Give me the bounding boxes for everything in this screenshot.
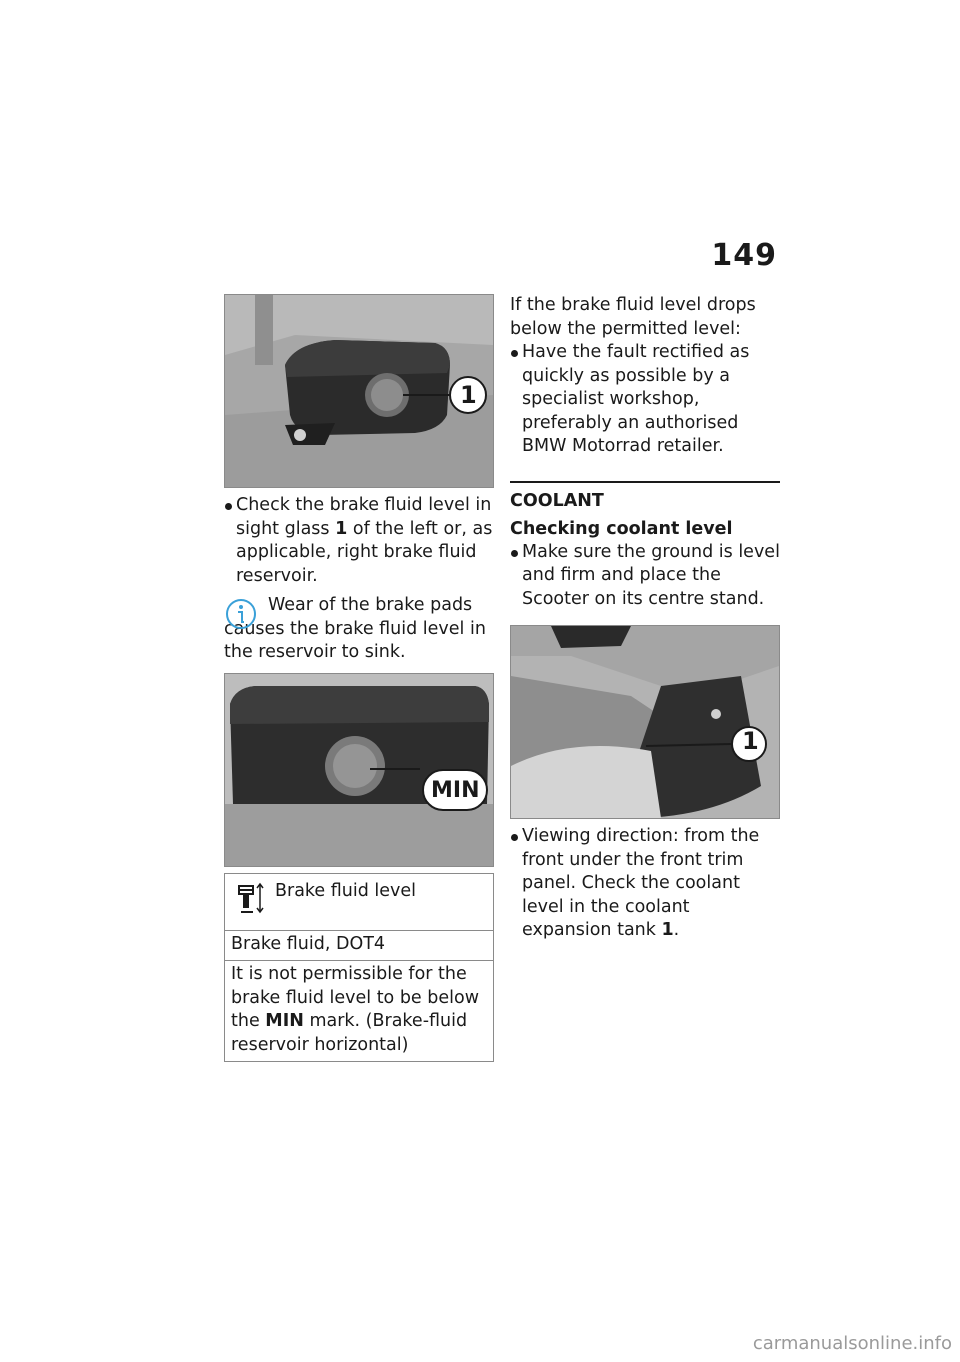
spec-row-fluid: Brake fluid, DOT4: [231, 933, 386, 954]
brake-reservoir-photo: 1: [224, 294, 494, 488]
photo-callout-1: 1: [460, 381, 477, 409]
fluid-level-icon: [238, 882, 264, 913]
info-note: Wear of the brake pads causes the brake …: [224, 594, 494, 665]
spec-table: Brake fluid level Brake fluid, DOT4 It i…: [224, 872, 494, 1062]
list-item: Make sure the ground is level and firm a…: [510, 541, 780, 612]
photo-callout-1: 1: [742, 727, 759, 755]
info-icon: [226, 599, 256, 629]
list-item: Check the brake fluid level in sight gla…: [224, 494, 494, 588]
list-item: Have the fault rectified as quickly as p…: [510, 341, 780, 459]
brake-min-mark-photo: MIN: [224, 672, 494, 867]
coolant-tank-photo: 1: [510, 625, 780, 819]
subsection-title: Checking coolant level: [510, 518, 733, 539]
page-number: 149: [711, 238, 777, 273]
section-divider: [510, 480, 780, 483]
list-item: Viewing direction: from the front under …: [510, 825, 780, 943]
spec-row-min: It is not permissible for the brake flui…: [225, 960, 493, 1061]
spec-title: Brake fluid level: [275, 880, 417, 901]
footer-watermark: carmanualsonline.info: [752, 1333, 952, 1354]
note-text: Wear of the brake pads causes the brake …: [224, 595, 486, 662]
photo-callout-min: MIN: [431, 777, 480, 803]
spec-header: Brake fluid level: [225, 874, 493, 931]
intro-text: If the brake fluid level drops below the…: [510, 295, 756, 339]
left-column: 1 Check the brake fluid level in sight g…: [224, 294, 494, 1062]
section-title: COOLANT: [510, 490, 604, 511]
right-column: If the brake fluid level drops below the…: [510, 294, 780, 943]
